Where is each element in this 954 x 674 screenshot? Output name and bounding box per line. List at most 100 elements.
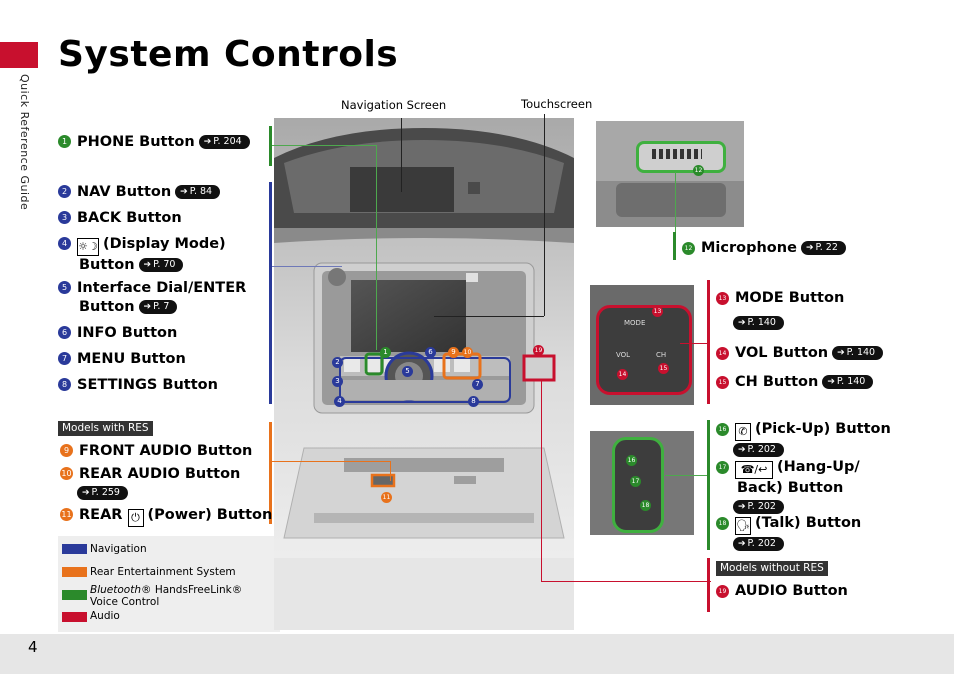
legend-label-navigation: Navigation xyxy=(90,543,147,555)
color-legend: Navigation Rear Entertainment System Blu… xyxy=(58,536,280,632)
display-leader xyxy=(272,266,342,267)
page-ref-link[interactable]: P. 140 xyxy=(832,346,884,360)
page-ref-link[interactable]: P. 259 xyxy=(77,486,128,500)
photo-marker: 13 xyxy=(652,306,663,317)
page-ref-link[interactable]: P. 140 xyxy=(822,375,874,389)
console-marker: 4 xyxy=(334,396,345,407)
phone-leader xyxy=(272,145,376,146)
side-section-label: Quick Reference Guide xyxy=(18,74,31,211)
legend-swatch-audio xyxy=(62,612,87,622)
nav-screen-leader xyxy=(401,118,402,192)
photo-marker: 14 xyxy=(617,369,628,380)
res-leader xyxy=(390,461,391,481)
section-tab xyxy=(0,42,38,68)
page-ref-link[interactable]: P. 70 xyxy=(138,258,184,272)
display-mode-button-item: 4☼☽(Display Mode) ButtonP. 70 xyxy=(58,235,226,275)
steering-audio-group-bar xyxy=(707,280,710,404)
audio-leader xyxy=(541,581,711,582)
center-console-illustration xyxy=(274,118,574,630)
page-ref-link[interactable]: P. 202 xyxy=(733,537,784,551)
microphone-group-bar xyxy=(673,232,676,260)
models-without-res-tag: Models without RES xyxy=(716,561,828,576)
navigation-group-bar xyxy=(269,182,272,404)
page-ref-link[interactable]: P. 140 xyxy=(733,316,784,330)
legend-label-audio: Audio xyxy=(90,610,120,622)
page-title: System Controls xyxy=(58,34,399,75)
steering-wheel-right-photo xyxy=(590,431,694,535)
pickup-button-item: 16✆(Pick-Up) Button P. 202 xyxy=(716,420,891,460)
touchscreen-callout: Touchscreen xyxy=(521,97,593,111)
pick-up-icon: ✆ xyxy=(735,423,751,441)
console-marker: 8 xyxy=(468,396,479,407)
legend-label-handsfreelink: Bluetooth® HandsFreeLink®Voice Control xyxy=(90,584,243,608)
console-marker: 11 xyxy=(381,492,392,503)
touchscreen-leader xyxy=(544,114,545,316)
phone-group-bar xyxy=(269,126,272,166)
talk-button-item: 18🗣(Talk) Button P. 202 xyxy=(716,514,861,554)
page-footer xyxy=(0,634,954,674)
page-ref-link[interactable]: P. 202 xyxy=(733,500,784,514)
mode-label: MODE xyxy=(624,319,646,327)
legend-swatch-navigation xyxy=(62,544,87,554)
steering-leader xyxy=(680,343,710,344)
res-leader xyxy=(272,461,390,462)
photo-marker: 12 xyxy=(693,165,704,176)
page-ref-link[interactable]: P. 7 xyxy=(138,300,178,314)
console-marker: 7 xyxy=(472,379,483,390)
ceiling-console-photo xyxy=(596,121,744,227)
legend-swatch-handsfreelink xyxy=(62,590,87,600)
microphone-item: 12MicrophoneP. 22 xyxy=(682,239,846,258)
hangup-button-item: 17☎/↩(Hang-Up/ Back) Button P. 202 xyxy=(716,458,860,517)
vol-label: VOL xyxy=(616,351,631,359)
console-marker: 10 xyxy=(462,347,473,358)
navigation-screen xyxy=(350,167,454,212)
touchscreen-leader xyxy=(434,316,544,317)
display-mode-icon: ☼☽ xyxy=(77,238,99,256)
models-with-res-tag: Models with RES xyxy=(58,421,153,436)
page-number: 4 xyxy=(28,638,38,656)
steering-leader xyxy=(665,475,710,476)
hang-up-back-icon: ☎/↩ xyxy=(735,461,773,479)
steering-wheel-left-photo: MODE VOL CH xyxy=(590,285,694,405)
photo-marker: 15 xyxy=(658,363,669,374)
audio-leader xyxy=(541,380,542,582)
photo-marker: 18 xyxy=(640,500,651,511)
console-marker: 9 xyxy=(448,347,459,358)
audio-group-bar xyxy=(707,558,710,612)
phone-leader xyxy=(376,145,377,350)
page-ref-link[interactable]: P. 22 xyxy=(800,241,846,255)
page-ref-link[interactable]: P. 204 xyxy=(198,135,250,149)
page-ref-link[interactable]: P. 84 xyxy=(175,185,221,199)
console-marker: 1 xyxy=(380,347,391,358)
res-group-bar xyxy=(269,422,272,524)
console-marker: 3 xyxy=(332,376,343,387)
console-marker: 19 xyxy=(533,345,544,356)
power-icon: ⏻ xyxy=(127,509,144,527)
navigation-screen-callout: Navigation Screen xyxy=(341,98,447,112)
microphone-leader xyxy=(675,172,676,257)
console-marker: 2 xyxy=(332,357,343,368)
ch-label: CH xyxy=(656,351,667,359)
legend-label-rear-entertainment: Rear Entertainment System xyxy=(90,566,236,578)
console-marker: 5 xyxy=(402,366,413,377)
photo-marker: 17 xyxy=(630,476,641,487)
photo-marker: 16 xyxy=(626,455,637,466)
talk-icon: 🗣 xyxy=(735,517,751,535)
steering-phone-group-bar xyxy=(707,420,710,550)
console-marker: 6 xyxy=(425,347,436,358)
page-ref-link[interactable]: P. 202 xyxy=(733,443,784,457)
